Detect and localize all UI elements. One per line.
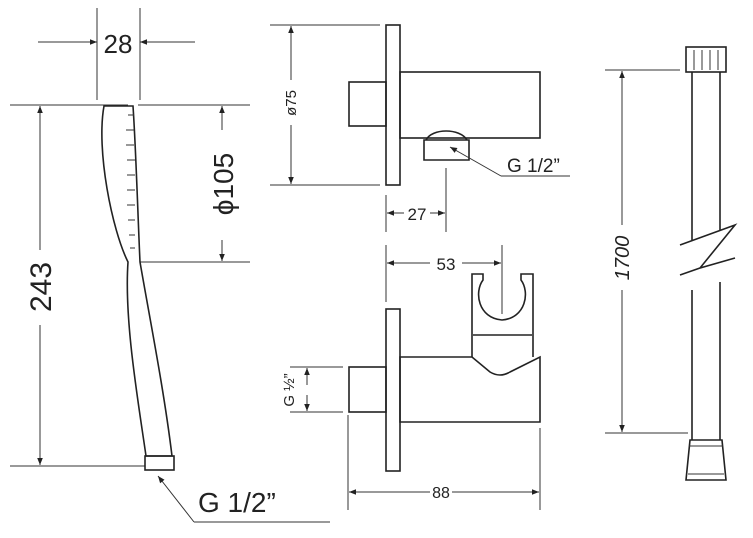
holder-body	[399, 355, 541, 423]
wall-outlet-bottom-view: 53 G ½” 88	[281, 245, 541, 510]
flange	[385, 24, 401, 186]
dimension-holder-offset-53: 53	[385, 245, 503, 314]
outlet-body	[399, 71, 541, 139]
outlet-offset-label: 27	[408, 205, 427, 224]
width-label: 28	[104, 29, 133, 59]
spray-nozzles	[126, 114, 135, 249]
slide-rail-view: 1700	[605, 46, 738, 481]
handshower-view: 28 243 ϕ105 G 1/2”	[10, 8, 330, 523]
cap-ribs	[693, 50, 719, 70]
handshower-thread-label: G 1/2”	[198, 487, 276, 518]
outlet-thread-callout: G 1/2”	[449, 146, 570, 177]
handshower-thread-callout: G 1/2”	[157, 475, 330, 523]
depth-label: 88	[432, 485, 450, 502]
cap-lines	[688, 445, 724, 475]
dimension-length-243: 243	[10, 104, 145, 467]
rail-top-cap	[685, 46, 727, 73]
rail-length-label: 1700	[612, 236, 634, 281]
length-label: 243	[25, 262, 58, 312]
outlet-thread-label: G 1/2”	[507, 156, 560, 177]
dimension-outlet-offset-27: 27	[385, 168, 447, 232]
inlet-stub	[348, 366, 387, 413]
rail-bottom-cap	[685, 439, 727, 481]
head-diameter-label: ϕ105	[208, 153, 239, 215]
inlet-stub	[348, 81, 387, 127]
flange-diameter-label: ø75	[283, 90, 300, 116]
wall-outlet-top-view: ø75 27 G 1/2”	[270, 24, 570, 232]
dimension-flange-diameter-75: ø75	[270, 24, 380, 186]
dimension-rail-length-1700: 1700	[605, 69, 688, 434]
dimension-head-diameter-105: ϕ105	[138, 104, 250, 263]
break-symbol	[679, 223, 738, 276]
dimension-inlet-thread: G ½”	[281, 366, 343, 413]
flange	[385, 308, 401, 472]
dimension-width-28: 28	[38, 8, 195, 100]
handshower-holder-clip	[471, 273, 534, 357]
dimension-depth-88: 88	[347, 415, 541, 510]
holder-offset-label: 53	[437, 255, 456, 274]
outlet-nozzle	[423, 130, 470, 161]
inlet-thread-label: G ½”	[281, 373, 298, 406]
handshower-body	[101, 105, 173, 457]
handshower-connector	[144, 455, 175, 471]
